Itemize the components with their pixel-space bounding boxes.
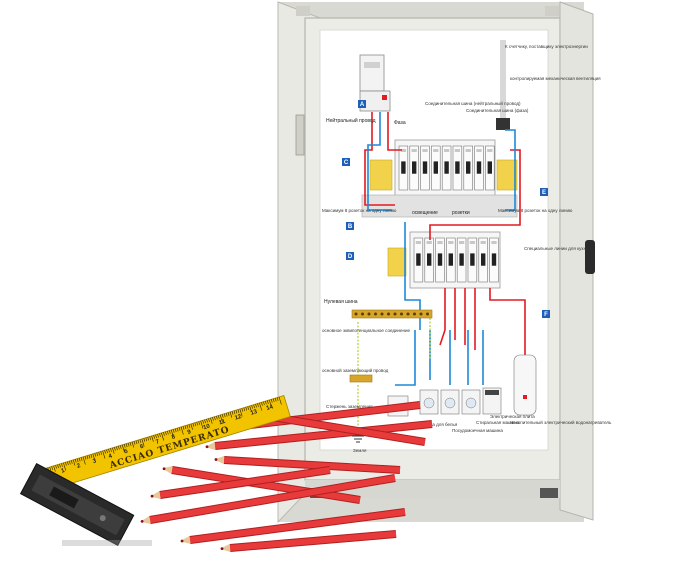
circuit-breaker xyxy=(452,145,463,191)
ruler-tick-label: 1 xyxy=(61,468,67,475)
circuit-breaker xyxy=(398,145,409,191)
label-washer: Посудомоечная машина xyxy=(452,428,503,433)
circuit-breaker xyxy=(478,237,488,283)
marker-letter: D xyxy=(348,254,353,260)
label-ventilation: контролируемая механическая вентиляция xyxy=(510,76,601,81)
marker-f: F xyxy=(542,310,550,318)
water-heater-icon xyxy=(513,354,537,416)
circuit-breaker xyxy=(489,237,499,283)
bus-stud xyxy=(361,312,364,316)
diagram-markers: A B C D E F xyxy=(342,100,550,318)
circuit-breaker xyxy=(463,145,473,191)
bus-stud xyxy=(367,312,371,316)
label-phase-bus: Соединительная шина (фаза) xyxy=(466,108,529,113)
label-special-lines: Специальные линии для кухни xyxy=(524,246,589,251)
ruler-tick-label: 10 xyxy=(203,423,212,431)
marker-letter: A xyxy=(360,102,365,108)
circuit-breaker xyxy=(441,145,452,191)
wiring-diagram: A B C D E F Нейтральный провод Фаза Соедините… xyxy=(322,40,612,453)
ruler-tick-label: 7 xyxy=(155,439,161,446)
marker-b: B xyxy=(346,222,354,230)
bus-stud xyxy=(374,312,377,316)
pencil xyxy=(140,474,396,524)
circuit-breaker xyxy=(424,237,434,283)
ruler-tick-label: 4 xyxy=(108,453,114,460)
door-latch xyxy=(295,114,305,156)
ruler-tick-label: 3 xyxy=(92,458,98,465)
bus-stud xyxy=(426,312,429,316)
bus-stud xyxy=(380,312,384,316)
marker-letter: B xyxy=(348,224,353,230)
pencil xyxy=(180,508,406,544)
circuit-breaker xyxy=(474,145,484,191)
ruler-tick-label: 12 xyxy=(234,414,243,422)
marker-c: C xyxy=(342,158,350,166)
bus-stud xyxy=(393,312,397,316)
pencil xyxy=(150,466,331,499)
label-ground-electrode: Стержень заземления xyxy=(326,404,373,409)
label-phase: Фаза xyxy=(394,120,406,126)
ruler-tick-label: 14 xyxy=(266,404,275,412)
marker-letter: F xyxy=(544,312,548,318)
pencil xyxy=(205,420,433,450)
ruler-tick-label: 5 xyxy=(124,448,130,455)
label-ground-wire: основной заземляющий провод xyxy=(322,367,389,373)
label-dryer: Сушилка для белья xyxy=(416,422,458,427)
label-laundry: Стиральная машина xyxy=(476,420,520,425)
label-main-equipotential: основное эквипотенциальное соединение xyxy=(322,328,411,333)
label-sockets: розетки xyxy=(452,210,470,216)
circuit-breaker xyxy=(435,237,445,283)
label-neutral-wire: Нейтральный провод xyxy=(326,117,376,124)
cabinet-right-door xyxy=(559,1,594,521)
circuit-breaker xyxy=(467,237,478,283)
marker-e: E xyxy=(540,188,548,196)
phase-wires xyxy=(364,112,526,360)
label-water-heater: Накопительный электрический водонагреват… xyxy=(510,419,612,425)
circuit-breaker xyxy=(420,145,430,191)
ruler-tick-label: 9 xyxy=(187,429,193,436)
bus-stud xyxy=(413,312,416,316)
door-handle[interactable] xyxy=(585,240,595,274)
circuit-breaker xyxy=(431,145,441,191)
ruler-tick-label: 6 xyxy=(139,444,145,451)
diagram-labels: Нейтральный провод Фаза Соединительная ш… xyxy=(322,44,612,453)
ruler-tick-label: 11 xyxy=(218,419,226,427)
label-earth: Земля xyxy=(353,448,367,453)
bus-stud xyxy=(354,312,358,316)
marker-letter: E xyxy=(542,190,546,196)
marker-a: A xyxy=(358,100,366,108)
label-max-sockets-right: Максимум 8 розеток на одну линию xyxy=(498,208,573,213)
label-max-sockets-left: Максимум 8 розеток на одну линию xyxy=(322,208,397,213)
red-pencils xyxy=(140,401,433,552)
marker-d: D xyxy=(346,252,354,260)
electric-meter xyxy=(359,54,385,92)
circuit-breaker xyxy=(409,145,419,191)
pencil xyxy=(162,466,361,504)
circuit-breaker xyxy=(485,145,495,191)
ventilation-box xyxy=(496,118,510,130)
bus-stud xyxy=(419,312,423,316)
circuit-breaker xyxy=(413,237,424,283)
ground-wires xyxy=(357,318,431,430)
ground-bar xyxy=(349,374,373,383)
label-neutral-bus: Соединительная шина (нейтральный провод) xyxy=(425,100,521,106)
ruler-tick-label: 2 xyxy=(76,463,82,470)
bus-stud xyxy=(387,312,390,316)
pencil xyxy=(214,456,401,474)
bus-stud xyxy=(406,312,410,316)
pencil xyxy=(220,530,397,552)
circuit-breaker xyxy=(456,237,467,283)
label-to-meter: К счетчику, поставщику электроэнергии xyxy=(505,44,588,49)
label-lighting: освещение xyxy=(412,210,438,216)
ruler-tick-label: 8 xyxy=(171,434,177,441)
circuit-breaker xyxy=(446,237,456,283)
label-stove: Электрическая плита xyxy=(490,414,535,419)
ruler-tick-label: 13 xyxy=(250,409,259,417)
bus-stud xyxy=(400,312,403,316)
label-zero-bus: Нулевая шина xyxy=(324,299,358,305)
marker-letter: C xyxy=(344,160,349,166)
zero-bus xyxy=(351,309,433,319)
